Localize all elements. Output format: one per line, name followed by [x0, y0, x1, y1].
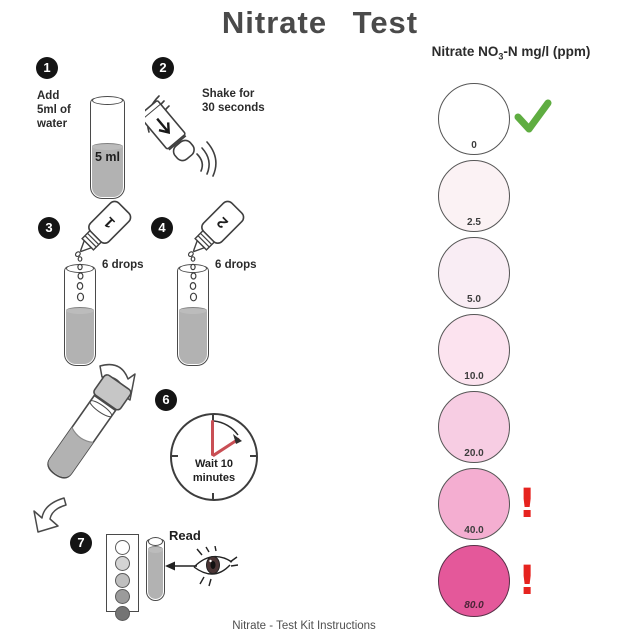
card-swatch-3	[115, 572, 130, 588]
level-circle-2-5: 2.5	[438, 160, 510, 232]
shake-tube-icon	[145, 95, 217, 177]
reagent-bottle-2-icon: 2	[187, 200, 245, 302]
tube-liquid	[92, 142, 123, 197]
exclamation-icon-40: !	[518, 481, 537, 527]
step-2-text: Shake for 30 seconds	[202, 88, 265, 114]
step-6-badge: 6	[155, 389, 177, 411]
card-swatch-4	[115, 589, 130, 605]
tube-liquid	[148, 545, 163, 599]
clock-arc-arrow	[213, 420, 242, 444]
reagent-bottle-1-icon: 1	[74, 200, 132, 302]
clock-hand-12	[211, 420, 214, 456]
test-tube-read	[146, 537, 165, 601]
step-3-badge: 3	[38, 217, 60, 239]
scale-header: Nitrate NO3-N mg/l (ppm)	[431, 44, 591, 62]
color-comparison-card	[106, 534, 139, 621]
check-icon	[514, 99, 552, 133]
level-circle-5: 5.0	[438, 237, 510, 309]
wait-clock: Wait 10 minutes	[170, 413, 258, 501]
card-swatch-1	[115, 539, 130, 555]
step-4-drops-label: 6 drops	[215, 259, 257, 271]
step-2-badge: 2	[152, 57, 174, 79]
level-circle-40: 40.0	[438, 468, 510, 540]
level-circle-0: 0	[438, 83, 510, 155]
exclamation-icon-80: !	[518, 558, 537, 604]
arrow-left-head	[165, 561, 175, 571]
card-swatch-5	[115, 605, 130, 621]
drops-column	[76, 256, 85, 302]
level-circle-20: 20.0	[438, 391, 510, 463]
drops-column	[189, 256, 198, 302]
read-label: Read	[169, 528, 201, 543]
tube-liquid	[66, 307, 94, 364]
step-1-text: Add 5ml of water	[37, 90, 71, 130]
card-swatch-2	[115, 556, 130, 572]
level-circle-80: 80.0	[438, 545, 510, 617]
footer-caption: Nitrate - Test Kit Instructions	[232, 620, 376, 632]
invert-tube-icon	[33, 363, 136, 533]
step-1-badge: 1	[36, 57, 58, 79]
page-title: Nitrate Test	[221, 5, 419, 40]
step-3-drops-label: 6 drops	[102, 259, 144, 271]
tube-volume-label: 5 ml	[94, 150, 120, 165]
level-circle-10: 10.0	[438, 314, 510, 386]
tube-liquid	[179, 307, 207, 364]
curved-arrow-bottom	[33, 497, 67, 533]
eye-icon	[165, 546, 238, 587]
wait-text: Wait 10 minutes	[192, 458, 236, 484]
step-4-badge: 4	[151, 217, 173, 239]
test-tube-5ml: 5 ml	[90, 96, 125, 199]
step-7-badge: 7	[70, 532, 92, 554]
